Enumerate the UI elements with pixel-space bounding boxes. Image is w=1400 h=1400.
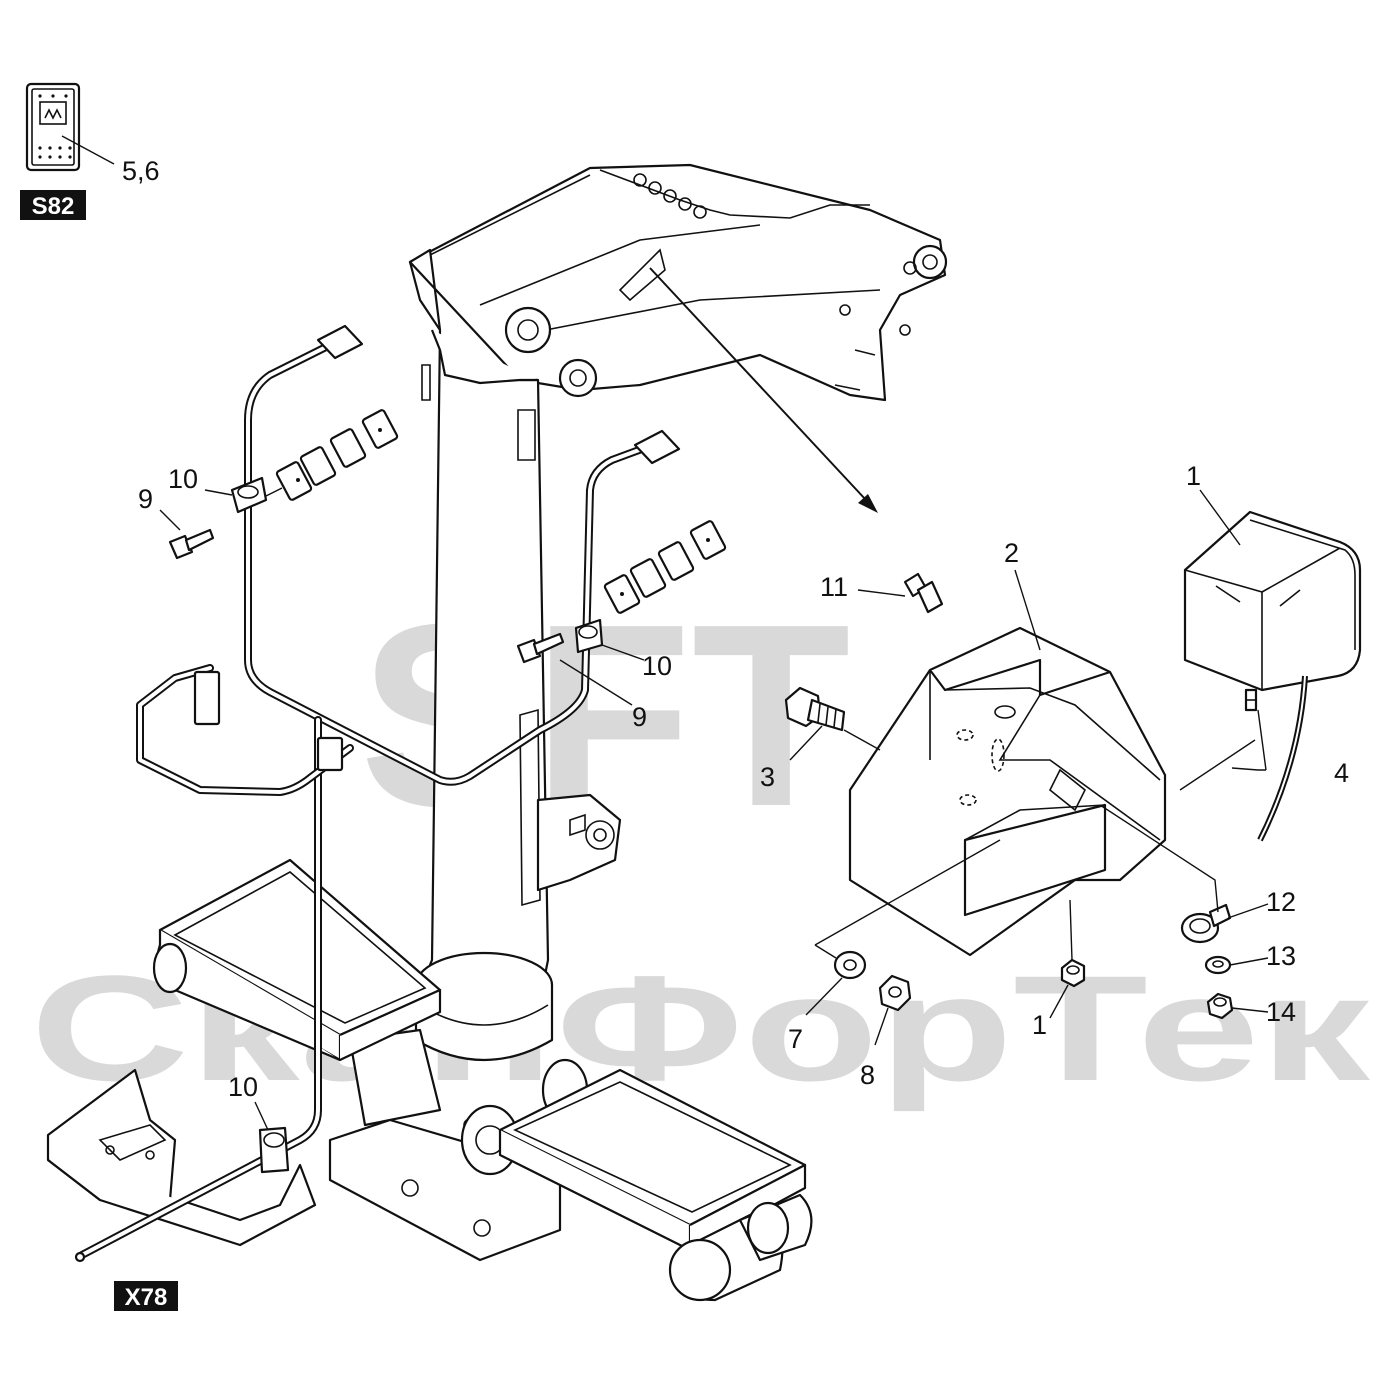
washer-7 — [833, 950, 867, 980]
column-side-lug — [536, 793, 622, 892]
tag-x78: X78 — [125, 1284, 168, 1311]
switch-pins — [38, 94, 72, 159]
connector-x78-end — [74, 1251, 86, 1263]
wiper-arm-12 — [1180, 903, 1232, 944]
motor-cable — [1257, 675, 1308, 842]
nut-14 — [1206, 992, 1234, 1020]
callout-9-left: 9 — [138, 484, 153, 514]
wiper-motor-box — [1183, 510, 1362, 842]
tag-x78-bg — [114, 1281, 178, 1311]
housing-window — [963, 803, 1107, 917]
connector-right — [633, 429, 681, 465]
housing-slot — [994, 705, 1016, 719]
callouts: 10 9 10 9 10 1 2 11 3 4 12 13 14 7 8 1 — [138, 461, 1349, 1102]
housing-bracket — [848, 626, 1167, 957]
callout-14: 14 — [1266, 997, 1296, 1027]
main-column — [408, 248, 622, 1061]
callout-10-left: 10 — [168, 464, 198, 494]
switch-frame — [31, 88, 75, 166]
bolt-right — [516, 632, 565, 664]
callout-13: 13 — [1266, 941, 1296, 971]
cable-grommet — [193, 670, 221, 726]
plate-set-right — [603, 520, 727, 614]
callout-9-right: 9 — [632, 702, 647, 732]
wiper-symbol-icon — [44, 108, 62, 120]
callout-10-right: 10 — [642, 651, 672, 681]
watermark: SFT СканФорТек — [30, 571, 1371, 1112]
arm-bolt-row — [633, 173, 707, 219]
leader-lines — [159, 489, 1269, 1131]
upper-arm — [408, 163, 948, 402]
bolt-left — [168, 528, 215, 560]
detail-arrow — [649, 267, 878, 513]
connector-left — [316, 324, 364, 360]
clamp-bottom — [258, 1126, 290, 1174]
washer-13 — [1204, 955, 1232, 975]
callout-11: 11 — [820, 572, 848, 602]
wiring-harness — [74, 324, 681, 1263]
switch-window — [39, 101, 67, 125]
bolt-11 — [903, 572, 944, 614]
callout-7: 7 — [788, 1024, 803, 1054]
leader-switch — [61, 135, 115, 165]
arm-pivot-left — [504, 306, 552, 354]
callout-1-box: 1 — [1186, 461, 1201, 491]
switch-s82: 5,6 S82 — [20, 82, 160, 220]
callout-4: 4 — [1334, 758, 1349, 788]
tag-s82-bg — [20, 190, 86, 220]
bolt-3 — [784, 686, 846, 732]
callout-10-bottom: 10 — [228, 1072, 258, 1102]
callout-3: 3 — [760, 762, 775, 792]
tag-s82: S82 — [32, 193, 75, 220]
nut-1 — [1060, 958, 1086, 988]
arm-pivot-lower — [558, 358, 598, 398]
mount-bracket — [618, 248, 666, 302]
tag-x78-group: X78 — [114, 1281, 178, 1311]
callout-5-6: 5,6 — [122, 156, 160, 186]
nut-8 — [878, 974, 912, 1012]
callout-2: 2 — [1004, 538, 1019, 568]
callout-12: 12 — [1266, 887, 1296, 917]
callout-1-nut: 1 — [1032, 1010, 1047, 1040]
arm-pivot-right — [912, 244, 948, 280]
cable-holder — [316, 736, 344, 772]
clamp-left — [230, 476, 268, 514]
callout-8: 8 — [860, 1060, 875, 1090]
plate-set-left — [261, 409, 399, 501]
